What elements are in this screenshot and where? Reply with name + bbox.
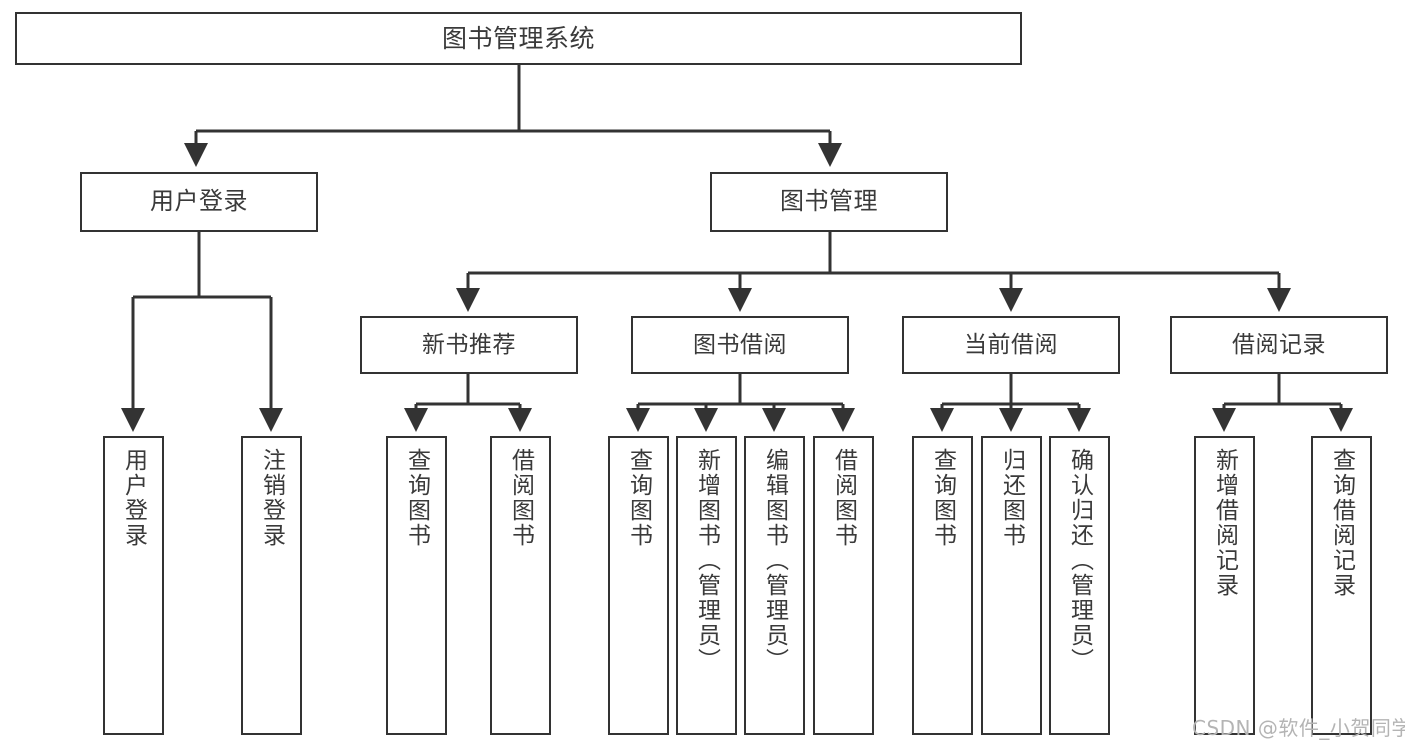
leaf-borrow-record-query[interactable]: 查询借阅记录 [1311,436,1372,735]
leaf-book-borrow-add-admin[interactable]: 新增图书（管理员） [676,436,737,735]
node-label: 当前借阅 [964,331,1058,358]
leaf-label: 查询图书 [625,448,652,548]
leaf-label: 新增图书（管理员） [693,448,720,673]
leaf-label: 注销登录 [258,448,285,548]
node-book-borrowing[interactable]: 图书借阅 [631,316,849,374]
csdn-watermark: CSDN @软件_小贺同学 [1192,716,1405,740]
node-label: 新书推荐 [422,331,516,358]
leaf-current-borrow-query[interactable]: 查询图书 [912,436,973,735]
leaf-label: 查询图书 [403,448,430,548]
leaf-label: 归还图书 [998,448,1025,548]
leaf-current-borrow-confirm-admin[interactable]: 确认归还（管理员） [1049,436,1110,735]
node-new-book-recommendation[interactable]: 新书推荐 [360,316,578,374]
node-current-borrowing[interactable]: 当前借阅 [902,316,1120,374]
node-book-management[interactable]: 图书管理 [710,172,948,232]
leaf-label: 查询借阅记录 [1328,448,1355,598]
node-label: 图书借阅 [693,331,787,358]
leaf-label: 编辑图书（管理员） [761,448,788,673]
node-borrowing-record[interactable]: 借阅记录 [1170,316,1388,374]
leaf-label: 确认归还（管理员） [1066,448,1093,673]
leaf-label: 查询图书 [929,448,956,548]
leaf-label: 借阅图书 [830,448,857,548]
leaf-user-login-logout[interactable]: 注销登录 [241,436,302,735]
leaf-new-book-query[interactable]: 查询图书 [386,436,447,735]
node-user-login[interactable]: 用户登录 [80,172,318,232]
node-label: 用户登录 [150,187,248,216]
leaf-user-login-login[interactable]: 用户登录 [103,436,164,735]
leaf-book-borrow-query[interactable]: 查询图书 [608,436,669,735]
leaf-book-borrow-borrow[interactable]: 借阅图书 [813,436,874,735]
leaf-label: 用户登录 [120,448,147,548]
leaf-label: 新增借阅记录 [1211,448,1238,598]
node-label: 图书管理 [780,187,878,216]
node-label: 图书管理系统 [441,24,595,53]
node-label: 借阅记录 [1232,331,1326,358]
leaf-label: 借阅图书 [507,448,534,548]
node-book-management-system[interactable]: 图书管理系统 [15,12,1022,65]
leaf-new-book-borrow[interactable]: 借阅图书 [490,436,551,735]
leaf-current-borrow-return[interactable]: 归还图书 [981,436,1042,735]
leaf-book-borrow-edit-admin[interactable]: 编辑图书（管理员） [744,436,805,735]
leaf-borrow-record-add[interactable]: 新增借阅记录 [1194,436,1255,735]
